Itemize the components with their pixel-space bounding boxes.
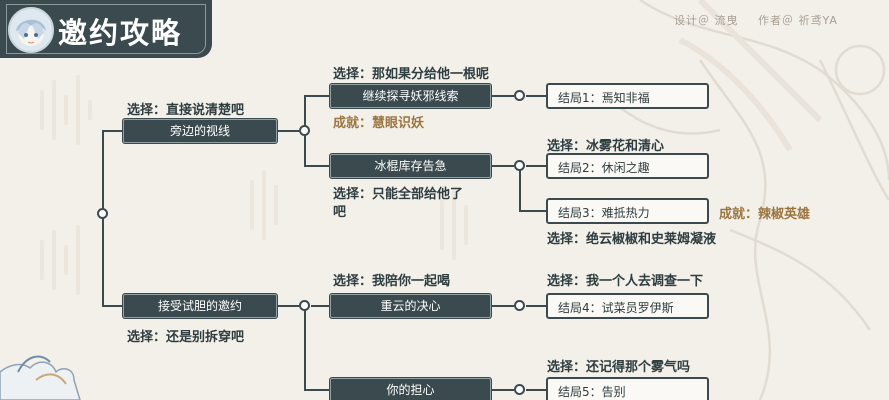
upper-branch-label: 继续探寻妖邪线索 — [330, 84, 491, 108]
author-credit: 作者＠ 祈鸢YA — [758, 14, 838, 27]
ending5-node — [514, 384, 525, 395]
design-credit: 设计＠ 流曳 — [674, 14, 739, 27]
ending3-achievement: 成就：辣椒英雄 — [719, 207, 811, 222]
character-avatar-icon — [8, 7, 54, 53]
bottom-route-choice: 选择：还是别拆穿吧 — [127, 330, 245, 345]
corner-character-art — [0, 355, 81, 400]
bottom-lower-label: 你的担心 — [330, 378, 491, 400]
upper-branch-choice: 选择：那如果分给他一根呢 — [333, 67, 490, 82]
lower-branch-choice-line2: 吧 — [333, 205, 347, 220]
page-title: 邀约攻略 — [58, 16, 183, 50]
bottom-upper-label: 重云的决心 — [330, 294, 491, 318]
ending1-node — [514, 90, 525, 101]
lower-branch-choice-line1: 选择：只能全部给他了 — [333, 187, 464, 202]
ending3-box: 结局3：难抵热力 — [546, 198, 709, 224]
bottom-route-label: 接受试胆的邀约 — [123, 294, 277, 318]
bottom-upper-choice: 选择：我陪你一起喝 — [333, 274, 451, 289]
ending3-choice: 选择：绝云椒椒和史莱姆凝液 — [547, 232, 717, 247]
top-route-choice: 选择：直接说清楚吧 — [127, 103, 245, 118]
bottom-branch-node — [299, 300, 310, 311]
ending2-box: 结局2：休闲之趣 — [546, 153, 709, 179]
top-branch-node — [299, 125, 310, 136]
ending5-box: 结局5：告别 — [546, 377, 709, 400]
ending4-node — [514, 300, 525, 311]
lower-branch-label: 冰棍库存告急 — [330, 154, 491, 178]
top-route-label: 旁边的视线 — [123, 119, 277, 143]
ending5-choice: 选择：还记得那个雾气吗 — [547, 360, 691, 375]
root-node — [97, 208, 108, 219]
upper-branch-achievement: 成就：慧眼识妖 — [333, 116, 425, 131]
ending4-choice: 选择：我一个人去调查一下 — [547, 274, 704, 289]
title-banner: 邀约攻略 — [0, 0, 212, 58]
ending2-choice: 选择：冰雾花和清心 — [547, 139, 665, 154]
ending23-node — [514, 160, 525, 171]
ending4-box: 结局4：试菜员罗伊斯 — [546, 293, 709, 319]
ending1-box: 结局1：焉知非福 — [546, 83, 709, 109]
